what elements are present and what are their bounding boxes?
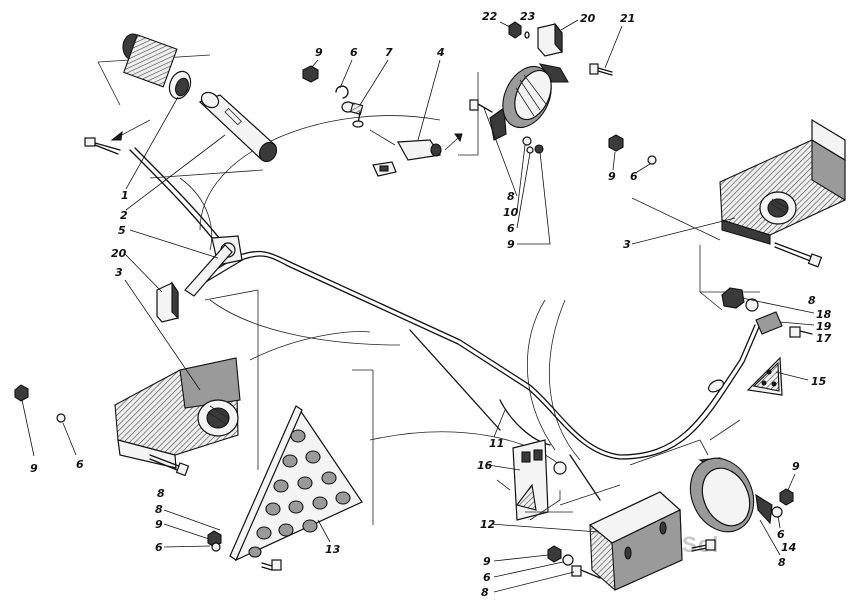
washer-6-far-left	[56, 413, 66, 423]
washer-6-right	[647, 155, 657, 165]
label-9-bottom-left: 9	[155, 518, 163, 531]
screw-8-center	[571, 565, 601, 579]
box-12	[588, 491, 683, 591]
label-4: 4	[436, 46, 445, 59]
washer-6-center	[562, 554, 574, 566]
label-9-center: 9	[483, 555, 491, 568]
label-9-lamp: 9	[507, 238, 515, 251]
label-3-right: 3	[623, 238, 631, 251]
reflector-13	[229, 405, 363, 562]
label-5: 5	[118, 224, 126, 237]
washer-6-bottom-left	[211, 542, 221, 552]
screw-bottom-left	[261, 559, 282, 571]
bolt-17	[789, 326, 813, 338]
bracket-4	[397, 139, 442, 161]
label-9-far-left: 9	[30, 462, 38, 475]
socket-body	[198, 91, 278, 163]
block-20-left	[156, 281, 179, 323]
bracket-19	[755, 311, 783, 335]
plate-16	[512, 439, 567, 521]
screw-21	[589, 63, 613, 76]
nut-9-right	[608, 134, 624, 152]
label-18: 18	[816, 308, 832, 321]
label-8-center: 8	[481, 586, 489, 599]
parts-group-top-left: 1 2	[84, 33, 278, 222]
label-13: 13	[325, 543, 341, 556]
screw-7	[341, 101, 364, 128]
clip-4-small	[372, 161, 397, 177]
label-6-center: 6	[483, 571, 491, 584]
grommet	[708, 379, 724, 393]
label-8-bottom-left: 8	[157, 487, 165, 500]
label-6-top: 6	[350, 46, 358, 59]
parts-group-top-right-lamp: 22 23 20 21 8	[469, 10, 635, 251]
lamp-cylinder	[122, 33, 192, 100]
label-17: 17	[816, 332, 832, 345]
parts-group-center-bottom: 11 16 12 9 6 8	[477, 409, 709, 599]
label-9-right: 9	[608, 170, 616, 183]
label-23: 23	[520, 10, 536, 23]
washer-6-lamp14	[771, 506, 783, 518]
nut-22	[508, 21, 522, 39]
nut-9-lamp14	[779, 488, 794, 506]
nut-9-center	[547, 545, 562, 563]
label-3-left: 3	[115, 266, 123, 279]
label-21: 21	[620, 12, 635, 25]
body-outline-curves	[179, 115, 581, 466]
label-22: 22	[482, 10, 498, 23]
parts-group-top-center: 9 6 7 4	[302, 46, 479, 177]
nut-9-far-left	[14, 384, 29, 402]
leader-frame-right	[631, 197, 721, 241]
label-15: 15	[811, 375, 827, 388]
label-20-top: 20	[580, 12, 596, 25]
wiring-harness	[129, 147, 760, 501]
washer-19	[745, 298, 759, 312]
label-6-lamp: 6	[507, 222, 515, 235]
label-8-bottom-left-2: 8	[155, 503, 163, 516]
washer-6-lamp	[526, 146, 534, 154]
parts-group-far-left: 9 6	[14, 384, 84, 475]
nut-18	[721, 287, 745, 309]
label-8-right: 8	[808, 294, 816, 307]
parts-group-right-nut: 9 6	[608, 134, 657, 183]
part-23	[524, 31, 530, 39]
tail-lamp-right	[719, 118, 846, 245]
screw-14	[691, 539, 716, 552]
label-6-far-left: 6	[76, 458, 84, 471]
label-9-top: 9	[315, 46, 323, 59]
washer-10	[522, 136, 532, 146]
label-2: 2	[120, 209, 128, 222]
bolt-8-right	[774, 242, 823, 268]
label-20-left: 20	[111, 247, 127, 260]
label-11: 11	[489, 437, 504, 450]
label-16: 16	[477, 459, 493, 472]
label-7: 7	[385, 46, 393, 59]
tail-lamp-left	[114, 357, 241, 477]
parts-group-bottom-left: 8 8 9 6	[155, 487, 282, 571]
label-8-lamp14: 8	[778, 556, 786, 569]
nut-9-top	[302, 65, 319, 83]
reflector-15	[746, 356, 783, 396]
label-9-lamp14: 9	[792, 460, 800, 473]
label-6-bottom-left: 6	[155, 541, 163, 554]
label-6-right: 6	[630, 170, 638, 183]
screw-8-lamp	[469, 99, 493, 113]
label-6-lamp14: 6	[777, 528, 785, 541]
label-14: 14	[781, 541, 796, 554]
label-19: 19	[816, 320, 832, 333]
block-20-top	[537, 22, 563, 57]
round-lamp-14	[689, 457, 794, 552]
label-12: 12	[480, 518, 496, 531]
label-8-lamp: 8	[507, 190, 515, 203]
nut-9-lamp	[534, 144, 544, 154]
parts-group-right-mount: 18 19 17 15	[708, 287, 832, 441]
label-1: 1	[121, 189, 129, 202]
parts-group-left-bracket: 5 20 3	[111, 224, 243, 323]
side-lamp-top	[489, 63, 569, 141]
leader-frame-left	[204, 289, 259, 301]
label-10: 10	[503, 206, 519, 219]
screw-left	[84, 119, 151, 155]
washer-6-top	[335, 85, 349, 99]
